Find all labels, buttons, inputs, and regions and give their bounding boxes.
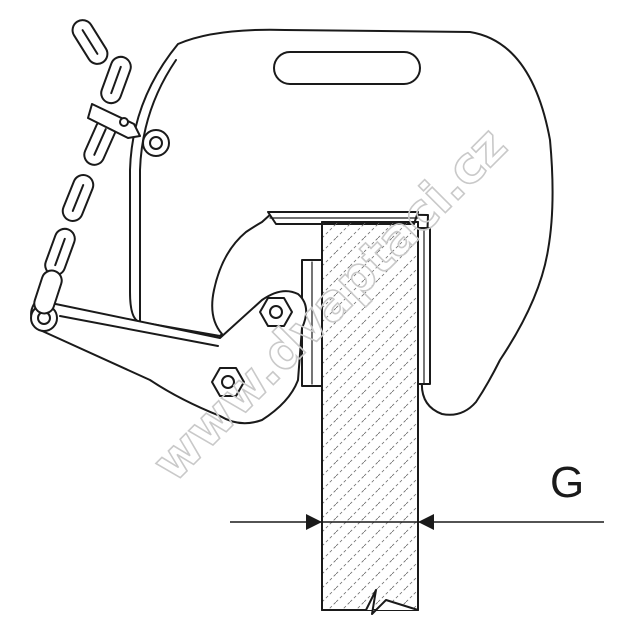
shackle-ring-inner [149, 136, 163, 150]
shackle-pin [119, 117, 129, 127]
hex-nut-lower [211, 367, 245, 397]
break-line [321, 589, 419, 615]
hex-nut-upper [259, 297, 293, 327]
lever-arm-edge [59, 315, 219, 347]
clamp-body-edge [139, 59, 177, 323]
hex-nut-upper-bore [269, 305, 283, 319]
chain [33, 19, 132, 315]
handle-slot [273, 51, 421, 85]
hex-nut-lower-bore [221, 375, 235, 389]
dimension-label: G [550, 458, 584, 507]
